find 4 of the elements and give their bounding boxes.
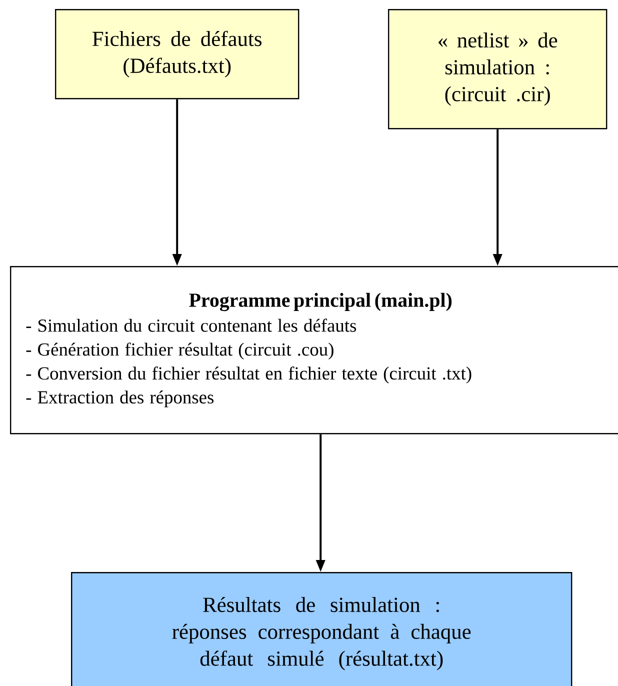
process-box: Programme principal (main.pl) - Simulation du circuit contenant les défauts - Génération fichier résultat (circuit .cou) - Conversion du fichier résultat en fichier texte (circuit .txt) - Extraction des réponses <box>10 266 618 434</box>
process-box: Fichiers de défauts (Défauts.txt) <box>55 9 300 100</box>
process-box: Résultats de simulation : réponses correspondant à chaque défaut simulé (résultat.txt) <box>71 572 572 686</box>
process-box: « netlist » de simulation : (circuit .cir) <box>388 9 608 130</box>
